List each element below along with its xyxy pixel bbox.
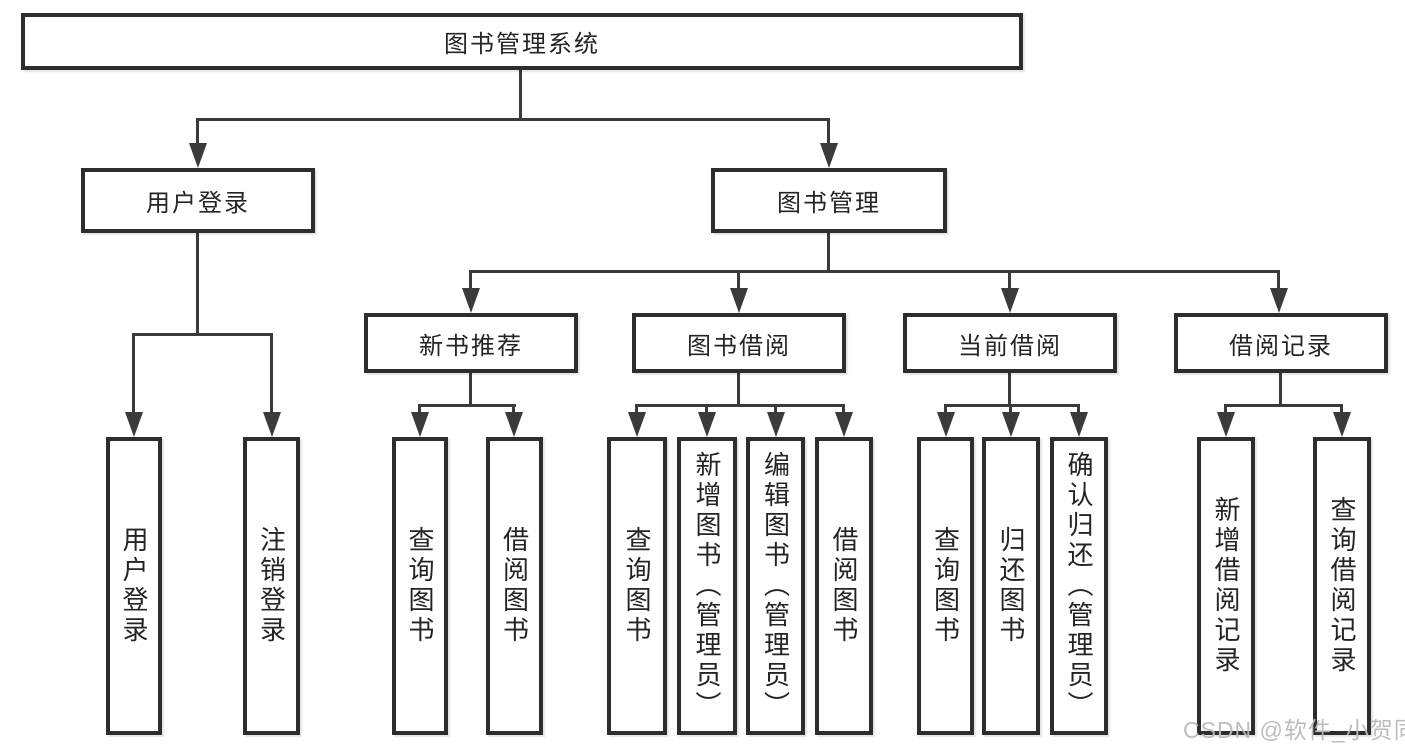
connector-leaf-drop: [1340, 404, 1343, 416]
arrow-down-icon: [125, 412, 143, 437]
connector-leaf-drop: [842, 404, 845, 416]
leaf-cb-return-books: 归还图书: [982, 437, 1040, 735]
leaf-nb-query-books: 查询图书: [392, 437, 448, 735]
connector-level3-drop: [1277, 270, 1280, 292]
leaf-nb-borrow-books-label: 借阅图书: [499, 526, 530, 646]
connector-level3-drop: [469, 270, 472, 292]
node-new-book-recommend-label: 新书推荐: [419, 332, 523, 360]
node-borrow-records-label: 借阅记录: [1229, 332, 1333, 360]
leaf-nb-query-books-label: 查询图书: [405, 526, 435, 646]
leaf-cb-confirm-return-admin-label: 确认归还（管理员）: [1064, 451, 1094, 721]
connector-borrow-records-trunk: [1279, 373, 1282, 407]
leaf-bb-add-books-admin-label: 新增图书（管理员）: [692, 451, 722, 721]
node-book-borrow-label: 图书借阅: [687, 332, 791, 360]
arrow-down-icon: [820, 143, 838, 168]
arrow-down-icon: [462, 288, 480, 313]
leaf-bb-add-books-admin: 新增图书（管理员）: [677, 437, 737, 735]
leaf-cb-query-books-label: 查询图书: [930, 526, 961, 646]
connector-user-login-drop: [196, 118, 199, 148]
connector-current-borrow-trunk: [1008, 373, 1011, 407]
csdn-watermark: CSDN @软件_小贺同学: [1183, 717, 1405, 743]
connector-leaf-drop: [635, 404, 638, 416]
leaf-cb-confirm-return-admin: 确认归还（管理员）: [1050, 437, 1108, 735]
leaf-user-login: 用户登录: [106, 437, 162, 735]
leaf-bb-edit-books-admin-label: 编辑图书（管理员）: [760, 451, 791, 721]
arrow-down-icon: [1001, 288, 1019, 313]
arrow-down-icon: [1217, 412, 1235, 437]
connector-new-book-trunk: [469, 373, 472, 407]
leaf-cb-return-books-label: 归还图书: [996, 526, 1026, 646]
leaf-cb-query-books: 查询图书: [917, 437, 974, 735]
leaf-bb-query-books-label: 查询图书: [622, 526, 652, 646]
connector-level3-rail: [469, 270, 1280, 273]
arrow-down-icon: [411, 412, 429, 437]
connector-user-login-trunk: [196, 233, 199, 336]
connector-book-borrow-rail: [635, 404, 845, 407]
arrow-down-icon: [1070, 412, 1088, 437]
connector-leaf-drop: [132, 333, 135, 415]
leaf-bb-edit-books-admin: 编辑图书（管理员）: [746, 437, 805, 735]
node-root-label: 图书管理系统: [444, 31, 600, 58]
node-root: 图书管理系统: [21, 13, 1023, 70]
connector-book-borrow-trunk: [737, 373, 740, 407]
node-user-login-label: 用户登录: [146, 190, 250, 217]
connector-new-book-rail: [418, 404, 516, 407]
connector-leaf-drop: [270, 333, 273, 415]
connector-level3-drop: [1008, 270, 1011, 292]
connector-level3-drop: [737, 270, 740, 292]
connector-root-trunk: [519, 70, 522, 121]
arrow-down-icon: [767, 412, 785, 437]
arrow-down-icon: [730, 288, 748, 313]
connector-leaf-drop: [944, 404, 947, 416]
leaf-bb-borrow-books: 借阅图书: [815, 437, 873, 735]
leaf-user-login-label: 用户登录: [119, 526, 149, 646]
arrow-down-icon: [505, 412, 523, 437]
leaf-br-add-record-label: 新增借阅记录: [1211, 496, 1241, 676]
connector-leaf-drop: [512, 404, 515, 416]
connector-user-login-rail: [132, 333, 273, 336]
connector-leaf-drop: [1009, 404, 1012, 416]
leaf-br-add-record: 新增借阅记录: [1197, 437, 1255, 735]
arrow-down-icon: [835, 412, 853, 437]
connector-leaf-drop: [705, 404, 708, 416]
arrow-down-icon: [189, 143, 207, 168]
connector-level2-rail: [196, 118, 830, 121]
arrow-down-icon: [1270, 288, 1288, 313]
leaf-logout: 注销登录: [243, 437, 300, 735]
connector-leaf-drop: [1224, 404, 1227, 416]
leaf-logout-label: 注销登录: [256, 526, 287, 646]
arrow-down-icon: [1333, 412, 1351, 437]
node-current-borrow-label: 当前借阅: [958, 332, 1062, 360]
node-current-borrow: 当前借阅: [903, 313, 1117, 373]
node-new-book-recommend: 新书推荐: [364, 313, 578, 373]
connector-current-borrow-rail: [944, 404, 1080, 407]
node-book-borrow: 图书借阅: [632, 313, 846, 373]
node-borrow-records: 借阅记录: [1174, 313, 1388, 373]
node-book-management: 图书管理: [711, 168, 947, 233]
arrow-down-icon: [628, 412, 646, 437]
node-book-management-label: 图书管理: [777, 190, 881, 217]
leaf-br-query-record-label: 查询借阅记录: [1327, 496, 1357, 676]
node-user-login: 用户登录: [81, 168, 315, 233]
arrow-down-icon: [698, 412, 716, 437]
connector-book-management-drop: [827, 118, 830, 148]
leaf-nb-borrow-books: 借阅图书: [486, 437, 543, 735]
connector-leaf-drop: [774, 404, 777, 416]
arrow-down-icon: [1002, 412, 1020, 437]
leaf-bb-borrow-books-label: 借阅图书: [829, 526, 859, 646]
connector-borrow-records-rail: [1224, 404, 1343, 407]
arrow-down-icon: [263, 412, 281, 437]
arrow-down-icon: [937, 412, 955, 437]
leaf-br-query-record: 查询借阅记录: [1313, 437, 1371, 735]
connector-leaf-drop: [1077, 404, 1080, 416]
leaf-bb-query-books: 查询图书: [607, 437, 667, 735]
connector-leaf-drop: [418, 404, 421, 416]
connector-book-management-trunk: [827, 233, 830, 272]
